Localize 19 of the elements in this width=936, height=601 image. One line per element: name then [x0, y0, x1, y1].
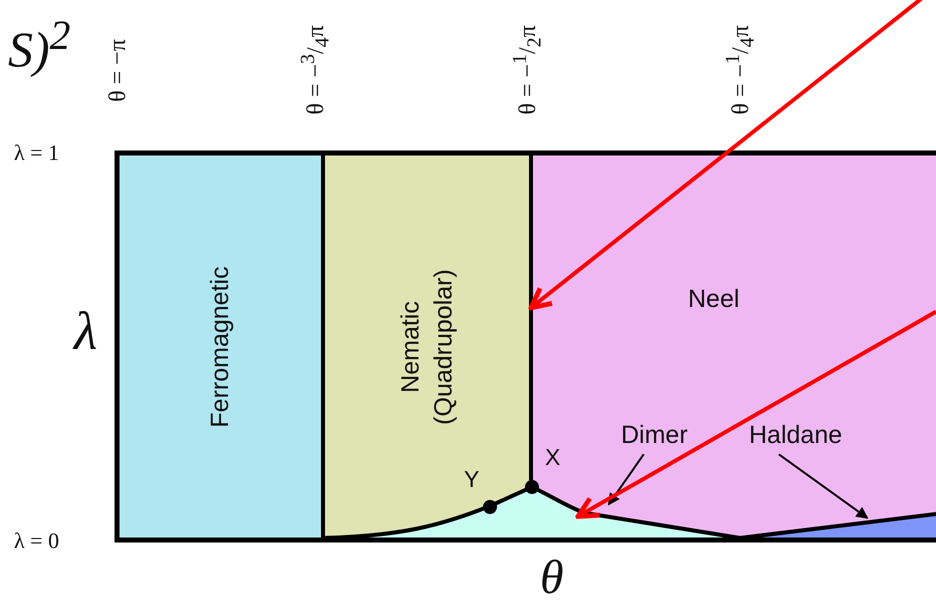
- leader-arrow: [608, 454, 644, 506]
- pointer-arrow: [576, 310, 936, 519]
- phase-label: Neel: [688, 285, 740, 314]
- phase-region: [117, 153, 323, 540]
- point-label: X: [545, 444, 560, 471]
- phase-region: [740, 511, 936, 538]
- axis-label: θ: [540, 550, 564, 601]
- phase-label: Ferromagnetic: [204, 266, 235, 428]
- tick-label: λ = 0: [14, 528, 60, 554]
- point-label: Y: [464, 466, 480, 493]
- tick-label: λ = 1: [14, 140, 60, 166]
- leader-arrow: [778, 454, 868, 519]
- axis-title-fragment: S)$^{2}$: [8, 12, 70, 79]
- region-label: Haldane: [749, 421, 842, 450]
- phase-region: [531, 153, 936, 540]
- phase-label: Nematic (Quadrupolar): [396, 268, 458, 426]
- axis-label: λ: [74, 300, 98, 362]
- tick-label: θ = −π: [104, 38, 132, 102]
- region-label: Dimer: [621, 421, 688, 450]
